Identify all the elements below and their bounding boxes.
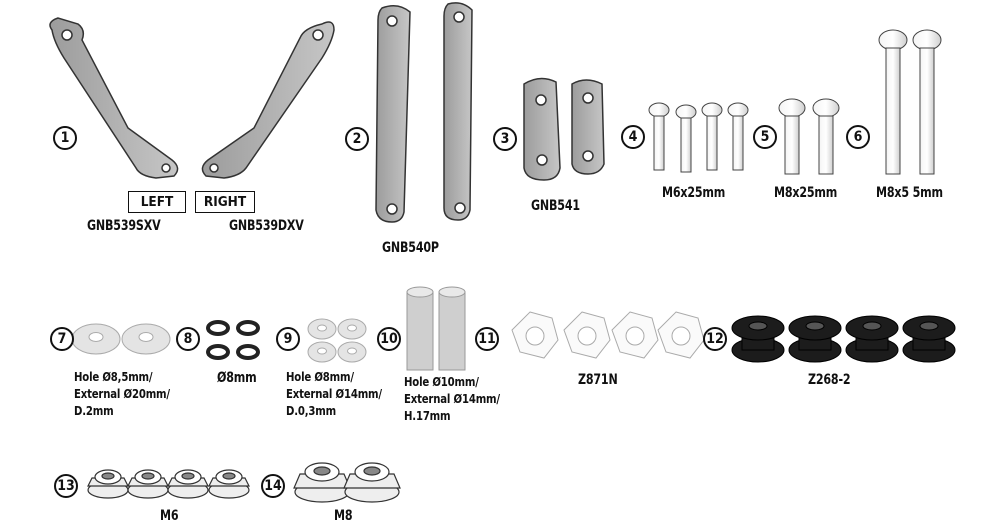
part-number-13: 13 (54, 474, 78, 498)
spec-part-10: Hole Ø10mm/External Ø14mm/H.17mm (404, 374, 500, 423)
part-number-5: 5 (753, 125, 777, 149)
code-left: GNB539SXV (87, 218, 161, 234)
code-part-2: GNB540P (382, 240, 439, 256)
label-part-6: M8x5 5mm (876, 185, 943, 201)
part-number-14: 14 (261, 474, 285, 498)
m8x25-bolts (778, 98, 840, 175)
part-number-7: 7 (50, 327, 74, 351)
bracket-right (201, 21, 335, 179)
m6-bolts (648, 102, 749, 173)
part-number-8: 8 (176, 327, 200, 351)
code-part-11: Z871N (578, 372, 618, 388)
spec-part-9: Hole Ø8mm/External Ø14mm/D.0,3mm (286, 369, 382, 418)
code-right: GNB539DXV (229, 218, 304, 234)
bracket-left (49, 17, 179, 179)
m8-nuts (293, 462, 401, 503)
part-number-10: 10 (377, 327, 401, 351)
part-number-12: 12 (703, 327, 727, 351)
long-bar-pair (375, 2, 473, 223)
plastic-nuts (511, 311, 705, 359)
rubber-grommets (731, 315, 956, 363)
small-washers (307, 318, 367, 363)
spec-part-7: Hole Ø8,5mm/External Ø20mm/D.2mm (74, 369, 170, 418)
part-number-3: 3 (493, 127, 517, 151)
m6-nuts (87, 469, 250, 499)
part-number-4: 4 (621, 125, 645, 149)
right-side-label: RIGHT (203, 194, 247, 210)
left-side-box: LEFT (128, 191, 186, 213)
code-part-3: GNB541 (531, 198, 580, 214)
plate-pair (523, 77, 605, 181)
label-part-13: M6 (160, 508, 179, 524)
code-part-12: Z268-2 (808, 372, 851, 388)
right-side-box: RIGHT (195, 191, 255, 213)
part-number-6: 6 (846, 125, 870, 149)
left-side-label: LEFT (140, 194, 174, 210)
part-number-1: 1 (53, 126, 77, 150)
part-number-9: 9 (276, 327, 300, 351)
part-number-11: 11 (475, 327, 499, 351)
label-part-14: M8 (334, 508, 353, 524)
label-part-8: Ø8mm (217, 370, 257, 386)
spacers (406, 286, 466, 371)
label-part-4: M6x25mm (662, 185, 726, 201)
flat-washers (71, 323, 171, 355)
part-number-2: 2 (345, 127, 369, 151)
spring-washers (206, 320, 260, 360)
label-part-5: M8x25mm (774, 185, 838, 201)
m8x55-bolts (878, 29, 942, 175)
